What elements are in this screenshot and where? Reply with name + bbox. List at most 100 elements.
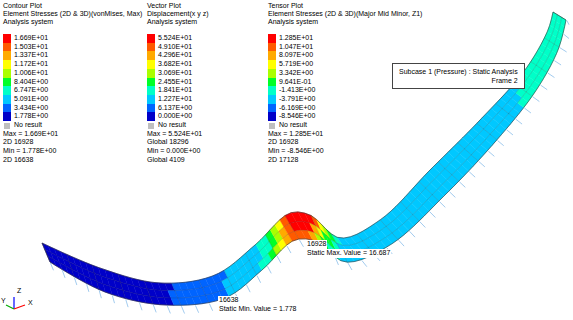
legend-swatch [3,69,11,78]
vector-arrow [167,306,170,313]
min-max-note: Min = -8.546E+00 [268,147,324,156]
vector-arrow [548,73,555,77]
axis-label: X [28,299,33,308]
axis-label: Y [1,297,6,306]
legend-value: 2.455E+01 [158,78,192,87]
legend-value: 3.069E+01 [158,69,192,78]
legend-swatch [147,34,155,43]
vector-arrow [99,290,101,298]
legend-value: 1.503E+01 [14,43,48,52]
vector-arrow [560,48,567,52]
subcase-title: Subcase 1 (Pressure) : Static Analysis [399,67,518,76]
vector-arrow [420,222,426,228]
vector-arrow [247,285,251,292]
legend-swatch [147,95,155,104]
legend-value: No result [279,121,307,130]
legend-value: 1.227E+01 [158,95,192,104]
vector-arrow [507,130,513,135]
legend-swatch [3,51,11,60]
legend-swatch [268,43,276,52]
mesh-line [285,216,299,239]
legend-value: -3.791E+00 [279,95,315,104]
legend-value: 1.006E+01 [14,69,48,78]
mesh-line [531,62,547,73]
legend-value: 6.747E+00 [14,86,48,95]
extreme-annotation: 16928 [306,240,327,249]
legend-value: 4.910E+01 [158,43,192,52]
vector-arrow [139,303,142,311]
extreme-annotation: 16638 [218,296,239,305]
legend-swatch [268,34,276,43]
vector-arrow [459,182,465,187]
legend-swatch [147,43,155,52]
legend-value: 5.091E+00 [14,95,48,104]
shell-outline [42,12,566,305]
legend-swatch [3,86,11,95]
vector-arrow [564,34,569,38]
legend-swatch [3,43,11,52]
legend-swatch [147,112,155,121]
plot-header: Element Stresses (2D & 3D)(Major Mid Min… [268,10,422,19]
legend-swatch [3,60,11,69]
extreme-annotation: Static Max. Value = 16.687 [306,249,391,258]
vector-arrow [209,303,212,310]
min-max-note: Min = 1.778E+00 [3,147,56,156]
legend-swatch [147,69,155,78]
vector-arrow [126,300,128,308]
mesh-line [496,104,515,119]
vector-arrow [195,305,198,312]
vector-arrow [410,231,415,237]
legend-value: 1.337E+01 [14,51,48,60]
y-axis [6,305,14,309]
legend-swatch [147,60,155,69]
mesh-line [144,281,153,304]
legend-swatch [268,78,276,87]
legend-value: 6.137E+00 [158,104,192,113]
vector-arrow [299,240,303,247]
plot-header: Vector Plot [147,2,181,11]
legend-swatch [268,86,276,95]
vector-arrow [469,172,475,177]
extreme-annotation: Static Min. Value = 1.778 [218,305,298,314]
legend-swatch [147,78,155,87]
legend-swatch [3,78,11,87]
vector-arrow [498,141,504,146]
min-max-note: 2D 16928 [268,138,298,147]
min-max-note: 2D 16928 [3,138,33,147]
vector-arrow [267,266,271,273]
vector-arrow [112,295,114,303]
min-max-note: Global 18296 [147,138,189,147]
legend-swatch [147,104,155,113]
vector-arrow [181,306,184,313]
vector-arrow [348,263,352,270]
legend-value: 1.172E+01 [14,60,48,69]
axis-label: Z [17,287,21,296]
x-axis [14,305,25,309]
legend-value: 0.000E+00 [158,112,192,121]
min-max-note: Min = 0.000E+00 [147,147,200,156]
legend-value: 5.524E+01 [158,34,192,43]
vector-arrow [533,97,539,102]
legend-swatch [269,123,275,129]
legend-value: No result [14,121,42,130]
mesh-line [544,38,559,47]
vector-arrow [257,276,261,283]
legend-value: -6.169E+00 [279,104,315,113]
z-axis [13,297,14,309]
mesh-line [47,17,561,298]
legend-value: 3.682E+01 [158,60,192,69]
legend-swatch [3,104,11,113]
min-max-note: 2D 16638 [3,156,33,165]
legend-swatch [4,123,10,129]
legend-swatch [268,51,276,60]
mesh-line [246,253,257,274]
vector-arrow [277,256,281,263]
plot-header: Element Stresses (2D & 3D)(vonMises, Max… [3,10,142,19]
min-max-note: Max = 1.669E+01 [3,130,58,139]
legend-value: 8.097E+00 [279,51,313,60]
frame-label: Frame 2 [399,76,518,85]
legend-swatch [147,86,155,95]
legend-value: 3.342E+00 [279,69,313,78]
vector-arrow [362,260,367,266]
